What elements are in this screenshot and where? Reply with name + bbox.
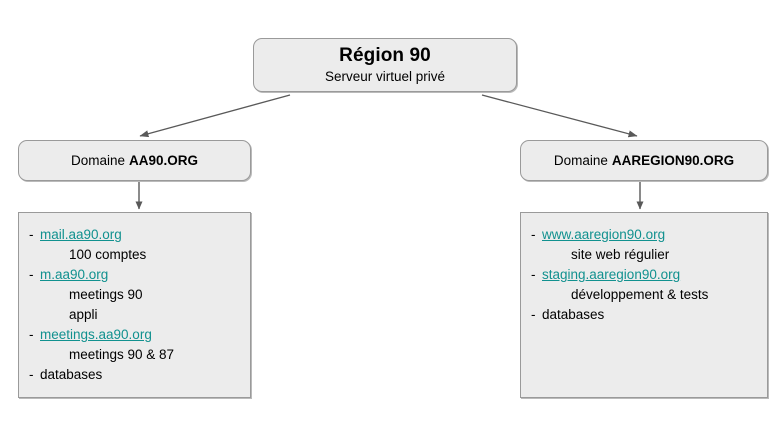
list-item: appli [29, 305, 240, 325]
bullet-dash-icon: - [29, 267, 34, 282]
root-node: Région 90 Serveur virtuel privé [253, 38, 517, 92]
service-link[interactable]: www.aaregion90.org [542, 227, 666, 242]
service-link[interactable]: staging.aaregion90.org [542, 267, 681, 282]
list-item: -databases [29, 365, 240, 385]
domain-label: Domaine [70, 153, 125, 168]
service-description: site web régulier [571, 247, 670, 262]
bullet-dash-icon: - [29, 367, 34, 382]
list-item: -m.aa90.org [29, 265, 240, 285]
list-item: -staging.aaregion90.org [531, 265, 757, 285]
service-description: 100 comptes [69, 247, 147, 262]
domain-node-aaregion90: Domaine AAREGION90.ORG [520, 140, 768, 181]
service-description: appli [69, 307, 98, 322]
list-item: -www.aaregion90.org [531, 225, 757, 245]
domain-node-aa90: Domaine AA90.ORG [18, 140, 251, 181]
bullet-dash-icon: - [29, 327, 34, 342]
domain-label: Domaine [553, 153, 608, 168]
bullet-dash-icon: - [29, 227, 34, 242]
list-item: -mail.aa90.org [29, 225, 240, 245]
list-item: -databases [531, 305, 757, 325]
list-item: meetings 90 [29, 285, 240, 305]
service-link[interactable]: meetings.aa90.org [40, 327, 152, 342]
list-item: développement & tests [531, 285, 757, 305]
root-subtitle: Serveur virtuel privé [324, 69, 446, 84]
root-title: Région 90 [339, 45, 431, 66]
service-description: meetings 90 & 87 [69, 347, 175, 362]
arrow-root-to-right-domain [481, 94, 638, 138]
arrow-root-to-left-domain [139, 94, 291, 138]
service-description: databases [40, 367, 103, 382]
service-description: meetings 90 [69, 287, 143, 302]
list-item: site web régulier [531, 245, 757, 265]
domain-name: AA90.ORG [129, 153, 199, 168]
list-item: -meetings.aa90.org [29, 325, 240, 345]
list-item: meetings 90 & 87 [29, 345, 240, 365]
service-description: développement & tests [571, 287, 709, 302]
bullet-dash-icon: - [531, 267, 536, 282]
service-description: databases [542, 307, 605, 322]
service-link[interactable]: m.aa90.org [40, 267, 109, 282]
bullet-dash-icon: - [531, 307, 536, 322]
bullet-dash-icon: - [531, 227, 536, 242]
domain-name: AAREGION90.ORG [611, 153, 735, 168]
list-item: 100 comptes [29, 245, 240, 265]
service-link[interactable]: mail.aa90.org [40, 227, 122, 242]
